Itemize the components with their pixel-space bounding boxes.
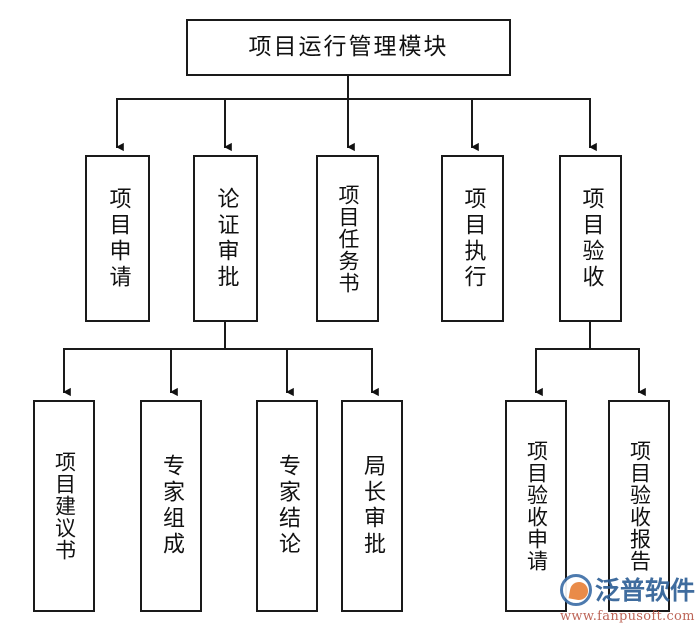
node-acceptance-report-label: 项目验收报告 bbox=[627, 440, 652, 572]
node-expert-conclusion-label: 专家结论 bbox=[275, 454, 300, 558]
node-project-taskbook[interactable]: 项目任务书 bbox=[316, 155, 379, 322]
node-project-proposal-label: 项目建议书 bbox=[52, 451, 77, 561]
node-acceptance-report[interactable]: 项目验收报告 bbox=[608, 400, 670, 612]
node-expert-conclusion[interactable]: 专家结论 bbox=[256, 400, 318, 612]
node-argument-review[interactable]: 论证审批 bbox=[193, 155, 258, 322]
node-acceptance-application[interactable]: 项目验收申请 bbox=[505, 400, 567, 612]
node-project-acceptance[interactable]: 项目验收 bbox=[559, 155, 622, 322]
node-project-execute-label: 项目执行 bbox=[460, 186, 486, 291]
node-root[interactable]: 项目运行管理模块 bbox=[186, 19, 511, 76]
node-project-execute[interactable]: 项目执行 bbox=[441, 155, 504, 322]
node-project-taskbook-label: 项目任务书 bbox=[336, 183, 360, 294]
node-root-label: 项目运行管理模块 bbox=[248, 33, 449, 60]
node-project-proposal[interactable]: 项目建议书 bbox=[33, 400, 95, 612]
node-director-approval[interactable]: 局长审批 bbox=[341, 400, 403, 612]
node-project-apply[interactable]: 项目申请 bbox=[85, 155, 150, 322]
node-argument-review-label: 论证审批 bbox=[213, 186, 239, 291]
node-acceptance-application-label: 项目验收申请 bbox=[524, 440, 549, 572]
node-expert-group-label: 专家组成 bbox=[159, 454, 184, 558]
node-expert-group[interactable]: 专家组成 bbox=[140, 400, 202, 612]
node-project-acceptance-label: 项目验收 bbox=[578, 186, 604, 291]
node-director-approval-label: 局长审批 bbox=[360, 454, 385, 558]
node-project-apply-label: 项目申请 bbox=[105, 186, 131, 291]
